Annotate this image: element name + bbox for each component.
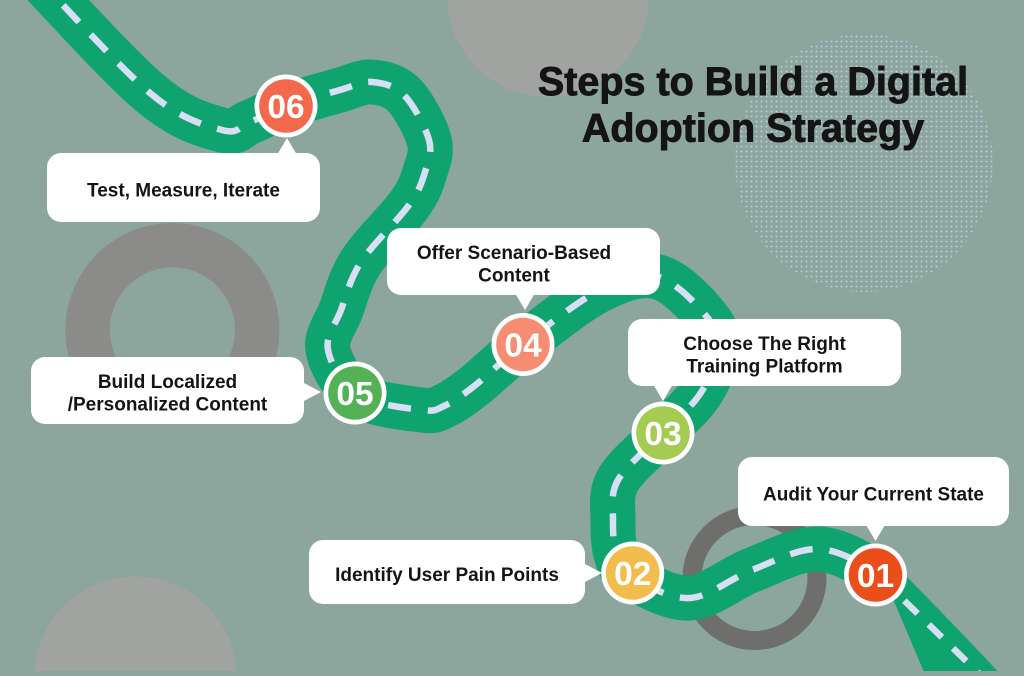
svg-text:04: 04 [504, 328, 542, 365]
svg-text:Build Localized: Build Localized [98, 372, 237, 393]
svg-text:Audit Your Current State: Audit Your Current State [763, 484, 984, 505]
svg-text:03: 03 [644, 416, 681, 453]
svg-text:Choose The Right: Choose The Right [683, 334, 846, 355]
svg-text:Identify User Pain Points: Identify User Pain Points [335, 565, 559, 586]
svg-text:Test, Measure, Iterate: Test, Measure, Iterate [87, 180, 280, 201]
svg-text:Content: Content [478, 266, 550, 287]
svg-text:Training Platform: Training Platform [686, 357, 842, 378]
svg-text:Adoption Strategy: Adoption Strategy [582, 107, 924, 151]
svg-text:01: 01 [857, 558, 894, 595]
svg-text:05: 05 [336, 376, 373, 413]
svg-text:06: 06 [267, 89, 304, 126]
svg-text:/Personalized Content: /Personalized Content [68, 395, 268, 416]
svg-text:Steps to Build a Digital: Steps to Build a Digital [538, 60, 968, 104]
svg-text:02: 02 [614, 556, 651, 593]
svg-text:Offer Scenario-Based: Offer Scenario-Based [417, 243, 611, 264]
